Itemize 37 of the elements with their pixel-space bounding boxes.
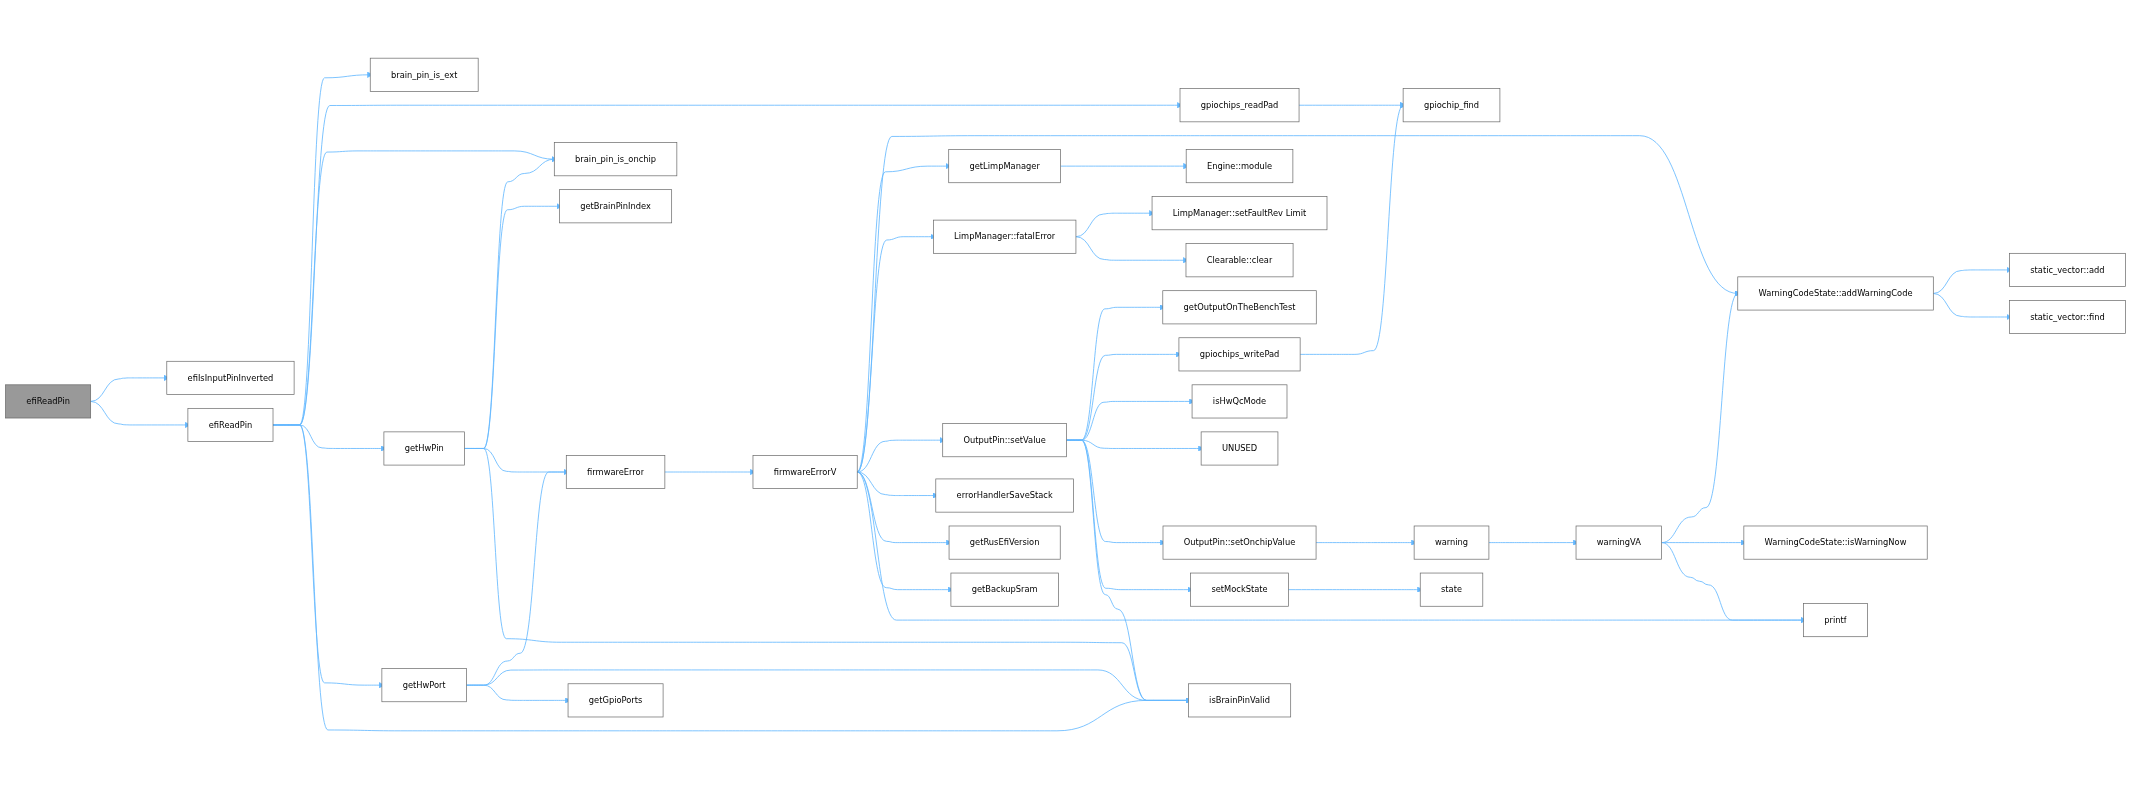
node-box: errorHandlerSaveStack [935, 478, 1074, 513]
node-box: efiIsInputPinInverted [166, 360, 295, 395]
node-box: Engine::module [1185, 149, 1294, 184]
node-box: firmwareErrorV [752, 455, 858, 489]
node-box: brain_pin_is_onchip [553, 142, 678, 177]
node-box: getHwPin [383, 431, 465, 466]
node-box: isHwQcMode [1191, 384, 1288, 419]
node-box: static_vector::add [2009, 253, 2126, 287]
node-box: OutputPin::setOnchipValue [1162, 525, 1317, 560]
node-box: setMockState [1190, 572, 1289, 607]
node-box: getBackupSram [950, 572, 1059, 607]
node-box: efiReadPin [5, 384, 91, 419]
node-box: getOutputOnTheBenchTest [1162, 290, 1317, 325]
node-box: getRusEfiVersion [948, 525, 1061, 560]
node-box: OutputPin::setValue [942, 423, 1067, 458]
node-box: Clearable::clear [1185, 243, 1294, 278]
node-box: getHwPort [381, 668, 467, 703]
node-box: getBrainPinIndex [559, 189, 672, 224]
node-box: printf [1803, 603, 1868, 638]
node-box: gpiochips_writePad [1178, 337, 1301, 372]
node-box: gpiochip_find [1402, 88, 1501, 123]
node-box: static_vector::find [2009, 300, 2126, 334]
node-box: getLimpManager [948, 149, 1061, 184]
node-box: getGpioPorts [567, 683, 664, 718]
node-box: warningVA [1575, 525, 1662, 560]
node-box: efiReadPin [187, 408, 274, 442]
node-box: firmwareError [565, 455, 666, 489]
node-box: brain_pin_is_ext [369, 57, 479, 92]
node-box: LimpManager::fatalError [933, 219, 1077, 254]
node-box: warning [1413, 525, 1490, 560]
node-box: state [1419, 572, 1484, 607]
node-box: LimpManager::setFaultRev Limit [1151, 196, 1328, 231]
node-box: isBrainPinValid [1188, 683, 1292, 718]
node-box: WarningCodeState::isWarningNow [1743, 525, 1928, 560]
node-box: WarningCodeState::addWarningCode [1737, 276, 1934, 311]
node-box: UNUSED [1200, 431, 1279, 466]
node-box: gpiochips_readPad [1179, 88, 1300, 123]
